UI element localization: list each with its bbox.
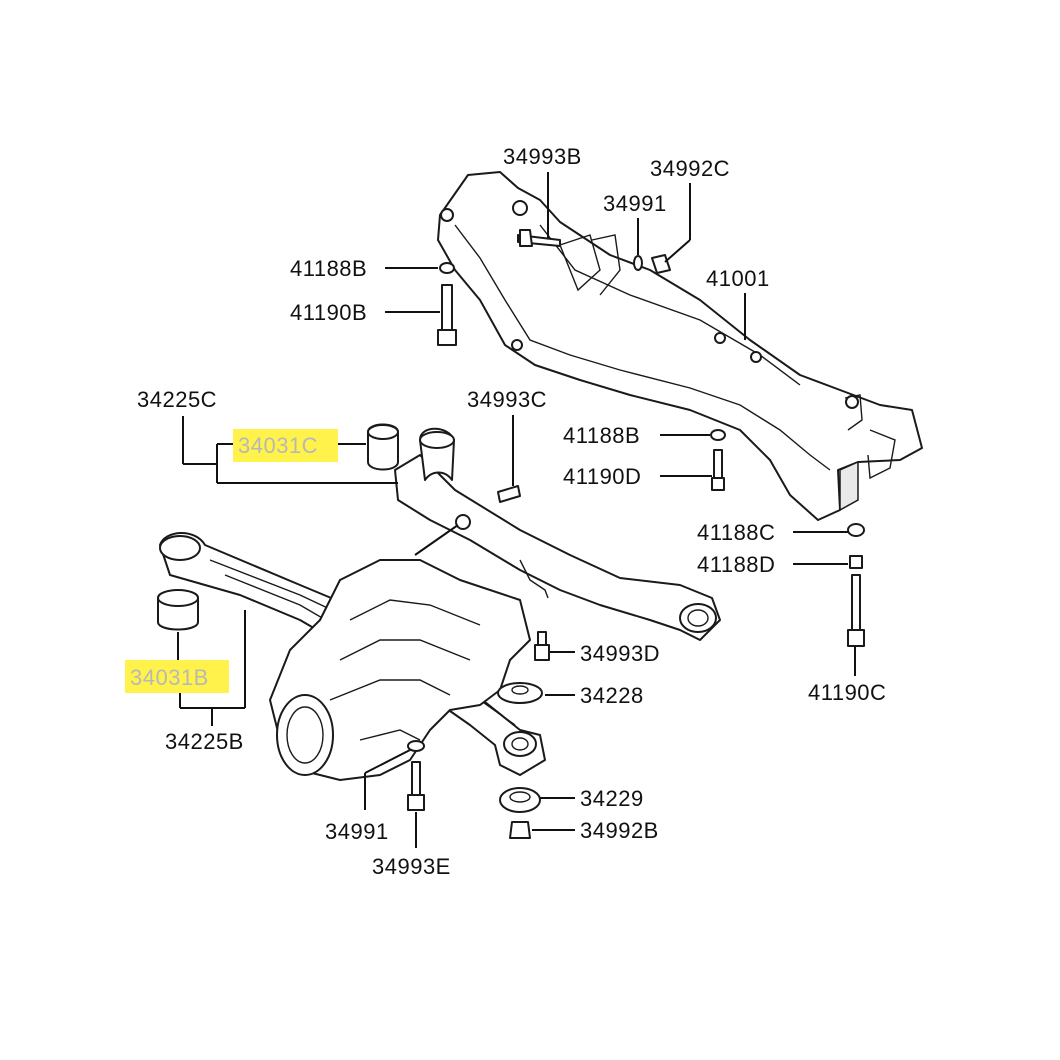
label-41188B-top: 41188B	[290, 256, 367, 281]
label-34992B: 34992B	[580, 818, 659, 843]
highlight-34031B	[125, 660, 229, 693]
label-41190C: 41190C	[808, 680, 886, 705]
label-34992C: 34992C	[650, 156, 730, 181]
label-41188D: 41188D	[697, 552, 775, 577]
label-34225C: 34225C	[137, 387, 217, 412]
highlight-34031C	[233, 429, 338, 462]
label-34031B: 34031B	[130, 665, 209, 690]
label-41190B: 41190B	[290, 300, 367, 325]
crossmember-41001	[437, 171, 923, 521]
label-41188B-mid: 41188B	[563, 423, 640, 448]
leader-lines	[177, 172, 856, 848]
label-41001: 41001	[706, 266, 770, 291]
label-34993D: 34993D	[580, 641, 660, 666]
label-41190D: 41190D	[563, 464, 641, 489]
label-34228: 34228	[580, 683, 644, 708]
label-34993E: 34993E	[372, 854, 451, 879]
label-41188C: 41188C	[697, 520, 775, 545]
label-34991-top: 34991	[603, 191, 667, 216]
label-34225B: 34225B	[165, 729, 244, 754]
part-labels: 34993B 34992C 34991 41001 41188B 41190B …	[130, 144, 886, 879]
label-34031C: 34031C	[238, 433, 318, 458]
label-34993B: 34993B	[503, 144, 582, 169]
label-34229: 34229	[580, 786, 644, 811]
differential-housing	[269, 559, 543, 781]
label-34993C: 34993C	[467, 387, 547, 412]
small-parts	[157, 229, 865, 839]
label-34991-bottom: 34991	[325, 819, 389, 844]
